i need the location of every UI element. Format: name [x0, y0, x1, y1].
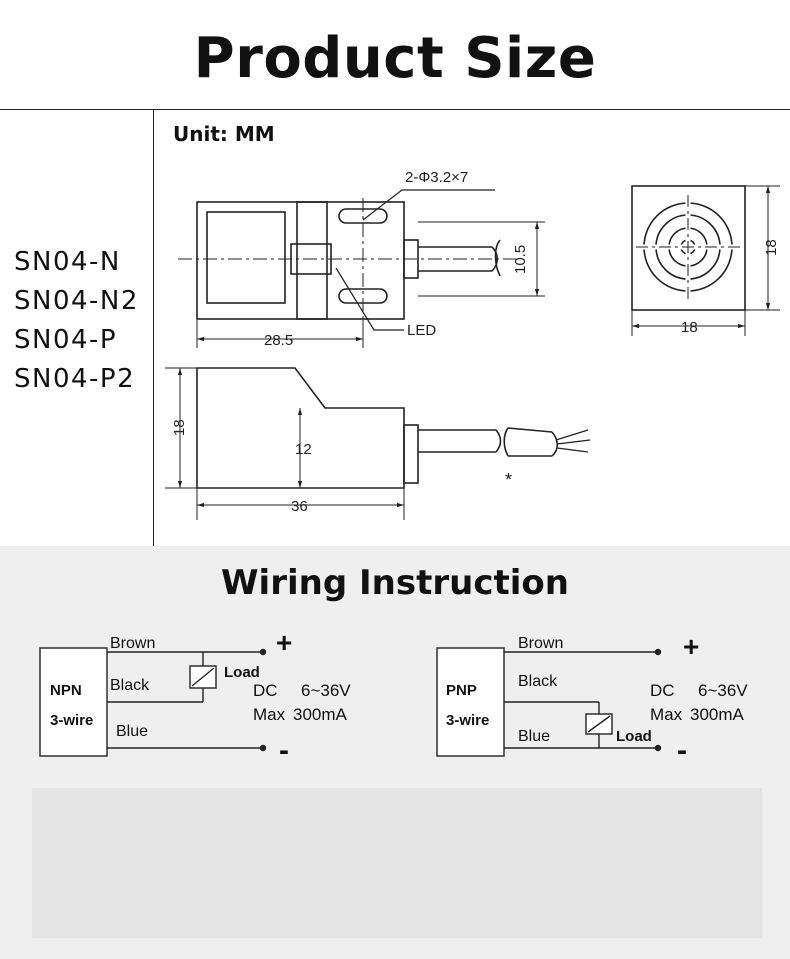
wiring-title: Wiring Instruction: [221, 563, 569, 603]
blank-panel: [32, 788, 762, 938]
dim-18-bottom-label: 18: [681, 319, 698, 336]
pnp-minus-sign: -: [677, 734, 687, 767]
sensor-top-view: [196, 201, 405, 320]
pnp-black-label: Black: [518, 673, 558, 690]
model-name: SN04-P2: [14, 364, 136, 394]
npn-wire-label: 3-wire: [50, 712, 93, 729]
dim-10-5-label: 10.5: [512, 245, 529, 274]
wiring-diagrams: NPN 3-wire Brown Black Blue Load + - DC …: [39, 627, 748, 767]
npn-max-label: Max: [253, 705, 286, 724]
mounting-band: [296, 201, 328, 320]
sensor-end-view: [631, 185, 746, 311]
pnp-max-label: Max: [650, 705, 683, 724]
sensing-face: [206, 211, 286, 304]
pnp-wire-label: 3-wire: [446, 712, 489, 729]
page-title: Product Size: [193, 26, 597, 91]
dim-18-left-label: 18: [171, 419, 188, 436]
model-list: SN04-N SN04-N2 SN04-P SN04-P2: [14, 243, 139, 399]
cable-gland-side: [403, 424, 419, 484]
npn-load-label: Load: [224, 664, 260, 681]
npn-blue-label: Blue: [116, 723, 148, 740]
column-divider: [153, 109, 154, 546]
cable-side: [418, 429, 502, 453]
pnp-voltage-label: 6~36V: [698, 681, 748, 700]
pnp-type-label: PNP: [446, 682, 477, 699]
npn-dc-label: DC: [253, 681, 278, 700]
dim-36-label: 36: [291, 498, 308, 515]
pnp-blue-label: Blue: [518, 728, 550, 745]
npn-voltage-label: 6~36V: [301, 681, 351, 700]
npn-current-label: 300mA: [293, 705, 348, 724]
header-divider: [0, 109, 790, 110]
unit-label: Unit: MM: [173, 122, 275, 146]
model-name: SN04-P: [14, 325, 118, 355]
dim-18-side-label: 18: [763, 239, 780, 256]
hole-dimension-label: 2-Φ3.2×7: [405, 169, 468, 186]
npn-minus-sign: -: [279, 734, 289, 767]
pnp-plus-sign: +: [683, 631, 699, 662]
npn-brown-label: Brown: [110, 635, 155, 652]
pnp-current-label: 300mA: [690, 705, 745, 724]
npn-black-label: Black: [110, 677, 150, 694]
npn-sensor-box: [39, 647, 108, 757]
dimension-drawing: 2-Φ3.2×7 10.5 28.5 LED 18 18 18 12 36 *: [165, 169, 780, 520]
npn-type-label: NPN: [50, 682, 82, 699]
led-label: LED: [407, 322, 436, 339]
dim-12-label: 12: [295, 441, 312, 458]
pnp-load-label: Load: [616, 728, 652, 745]
pnp-dc-label: DC: [650, 681, 675, 700]
npn-plus-sign: +: [276, 627, 292, 658]
pnp-sensor-box: [436, 647, 505, 757]
model-name: SN04-N2: [14, 286, 139, 316]
model-name: SN04-N: [14, 247, 121, 277]
asterisk-mark: *: [505, 470, 512, 490]
dim-28-5-label: 28.5: [264, 332, 293, 349]
pnp-brown-label: Brown: [518, 635, 563, 652]
